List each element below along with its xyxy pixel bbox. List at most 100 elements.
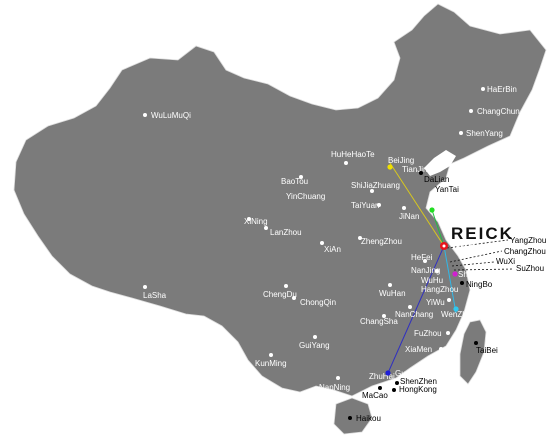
city-dot-changsha: [382, 314, 386, 318]
city-dot-yiwu: [447, 298, 451, 302]
city-label-qingdao: QingDao: [437, 206, 469, 215]
route-line-wenzhou: [443, 245, 457, 314]
city-label-nanjing: NanJing: [411, 266, 440, 275]
city-label-nanchang: NanChang: [395, 310, 433, 319]
hainan-shape: [333, 397, 373, 435]
city-label-changzhou: ChangZhou: [504, 247, 546, 256]
city-dot-haikou: [348, 416, 352, 420]
city-dot-beijing: [387, 164, 393, 170]
city-dot-lanzhou: [264, 226, 268, 230]
city-dot-taibei: [474, 341, 478, 345]
city-label-taiyuan: TaiYuan: [351, 201, 379, 210]
city-dot-taiyuan: [377, 203, 381, 207]
route-line-beijing: [389, 162, 445, 247]
city-label-zhengzhou: ZhengZhou: [361, 237, 402, 246]
city-dot-zhengzhou: [358, 236, 362, 240]
city-dot-jinan: [402, 206, 406, 210]
city-dot-nanchang: [408, 305, 412, 309]
city-dot-shijiazhuang: [370, 189, 374, 193]
city-label-yiwu: YiWu: [426, 298, 445, 307]
city-dot-shanghai: [452, 271, 458, 277]
reick-logo: REICK: [451, 224, 514, 243]
city-dot-huhehaote: [344, 161, 348, 165]
city-label-guangzhou: GuangZhou: [395, 369, 437, 378]
city-dot-haerbin: [481, 87, 485, 91]
city-dot-wuhan: [388, 283, 392, 287]
city-label-xian: XiAn: [324, 245, 341, 254]
brand-text: REICK: [451, 224, 514, 243]
leader-line-changzhou: [449, 250, 503, 263]
city-label-shanghai: ShangHai: [458, 270, 493, 279]
city-dot-kunming: [269, 353, 273, 357]
city-label-guiyang: GuiYang: [299, 341, 330, 350]
city-dot-baotou: [299, 175, 303, 179]
city-label-lasha: LaSha: [143, 291, 167, 300]
city-label-haerbin: HaErBin: [487, 85, 517, 94]
city-label-shenyang: ShenYang: [466, 129, 503, 138]
city-label-chongqin: ChongQin: [300, 298, 336, 307]
city-label-wuhu: WuHu: [421, 276, 443, 285]
city-label-baotou: BaoTou: [281, 177, 308, 186]
city-label-wuxi: WuXi: [496, 257, 515, 266]
city-label-chengdu: ChengDu: [263, 290, 297, 299]
city-dot-yancheng-center: [442, 244, 446, 248]
city-label-lanzhou: LanZhou: [270, 228, 302, 237]
city-dot-macao: [378, 386, 382, 390]
city-dot-hongkong: [392, 388, 396, 392]
city-label-ningbo: NingBo: [466, 280, 493, 289]
city-label-fuzhou: FuZhou: [414, 329, 442, 338]
city-label-xining: XiNing: [244, 217, 268, 226]
city-dot-guangzhou: [385, 370, 391, 376]
city-label-yangzhou: YangZhou: [510, 236, 546, 245]
city-dot-xining: [247, 217, 251, 221]
city-label-wenzhou: WenZhou: [441, 310, 476, 319]
city-label-huhehaote: HuHeHaoTe: [331, 150, 375, 159]
china-mainland-shape: [13, 3, 547, 397]
city-label-yancheng: YanCheng: [451, 242, 488, 251]
city-label-taibei: TaiBei: [476, 346, 498, 355]
city-label-zhuhai: ZhuHai: [369, 372, 395, 381]
route-line-guangzhou: [387, 245, 445, 374]
city-label-hefei: HeFei: [411, 253, 433, 262]
city-dot-changchun: [469, 109, 473, 113]
city-dot-shenyang: [459, 131, 463, 135]
city-dot-lasha: [143, 285, 147, 289]
city-label-suzhou: SuZhou: [516, 264, 544, 273]
city-label-haikou: Haikou: [356, 414, 381, 423]
city-dot-chongqin: [292, 296, 296, 300]
city-dot-wenzhou: [453, 306, 459, 312]
city-label-xiamen: XiaMen: [405, 345, 432, 354]
city-dot-hefei: [423, 259, 427, 263]
city-label-macao: MaCao: [362, 391, 388, 400]
city-label-nanning: NanNing: [319, 383, 350, 392]
city-label-changchun: ChangChun: [477, 107, 520, 116]
city-label-yinchuang: YinChuang: [286, 192, 325, 201]
city-label-kunming: KunMing: [255, 359, 287, 368]
city-dot-ningbo: [460, 281, 464, 285]
city-dot-xian: [320, 241, 324, 245]
leader-line-wuxi: [451, 261, 495, 267]
city-dot-nanning: [336, 376, 340, 380]
city-label-wuhan: WuHan: [379, 289, 406, 298]
city-dot-guiyang: [313, 335, 317, 339]
city-label-hongkong: HongKong: [399, 385, 437, 394]
city-label-yantai: YanTai: [435, 185, 459, 194]
city-dot-dalian: [419, 171, 423, 175]
city-dot-wulumuqi: [143, 113, 147, 117]
city-label-shenzhen: ShenZhen: [400, 377, 437, 386]
route-line-qingdao: [431, 209, 445, 247]
city-dot-shenzhen: [395, 381, 399, 385]
city-label-dalian: DaLian: [424, 175, 449, 184]
city-dot-nanjing: [435, 269, 439, 273]
city-label-shijiazhuang: ShiJiaZhuang: [351, 181, 400, 190]
city-label-changsha: ChangSha: [360, 317, 398, 326]
city-dot-fuzhou: [446, 331, 450, 335]
city-label-wulumuqi: WuLuMuQi: [151, 111, 191, 120]
city-label-jinan: JiNan: [399, 212, 419, 221]
city-dot-chengdu: [284, 284, 288, 288]
taiwan-shape: [459, 319, 487, 385]
city-label-tianjin: TianJin: [402, 165, 428, 174]
city-label-beijing: BeiJing: [388, 156, 414, 165]
city-label-hangzhou: HangZhou: [421, 285, 458, 294]
